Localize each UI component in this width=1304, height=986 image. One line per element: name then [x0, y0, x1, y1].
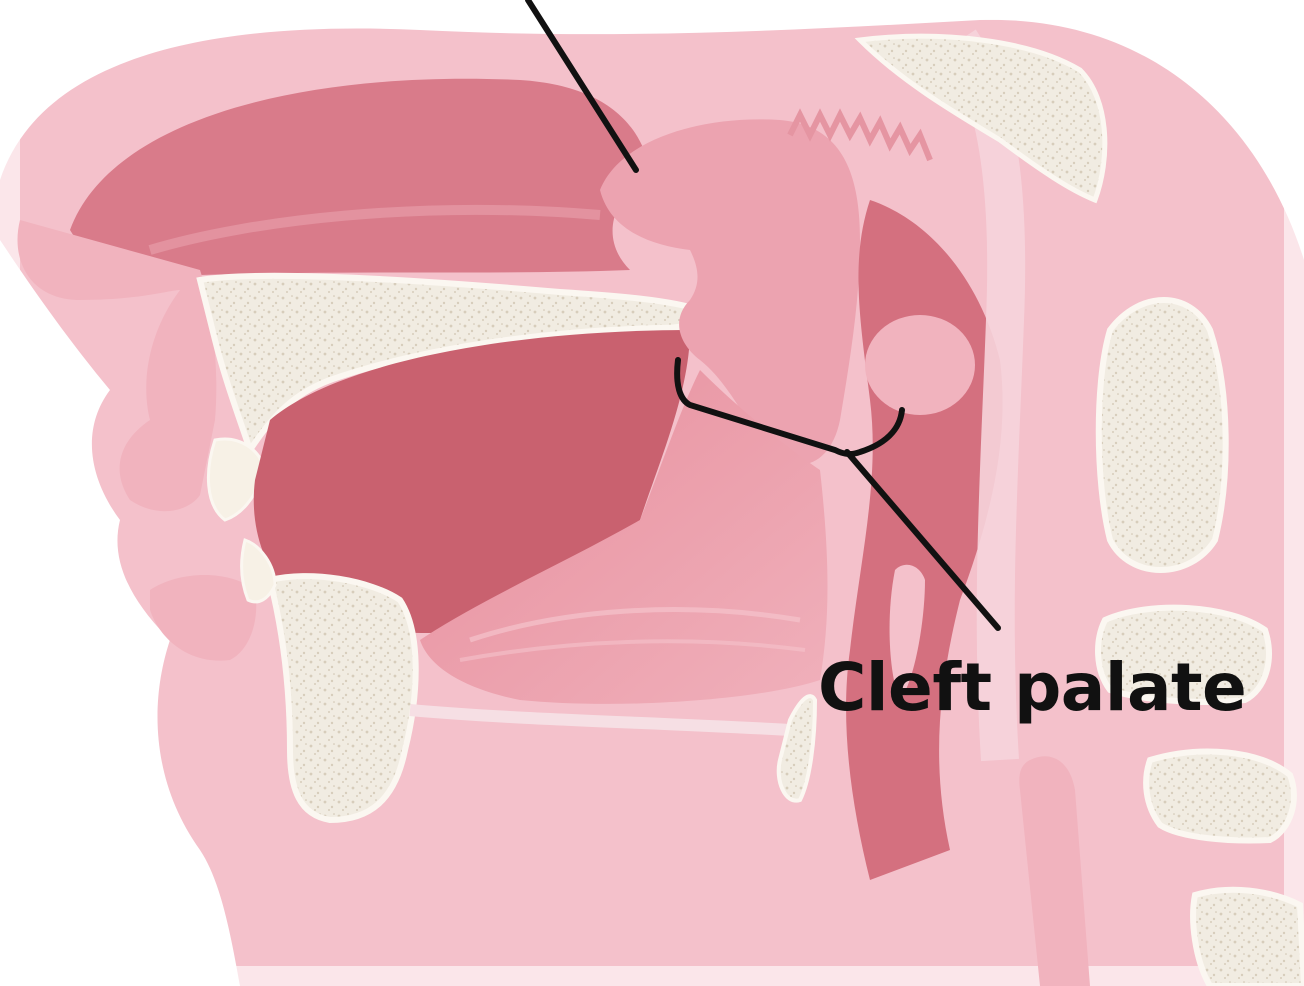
mandible-bone	[270, 576, 416, 820]
vertebra-3	[1146, 752, 1294, 841]
vertebra-4	[1193, 890, 1304, 986]
cleft-palate-label: Cleft palate	[818, 655, 1246, 721]
lower-lip	[150, 575, 256, 661]
vertebra-1	[1099, 300, 1226, 570]
tonsil	[865, 315, 975, 415]
